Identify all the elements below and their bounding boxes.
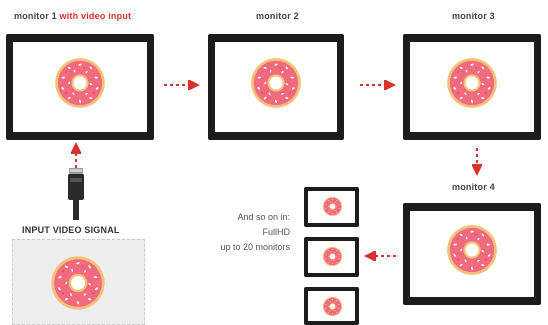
- monitor-1: [6, 34, 154, 140]
- monitor-3: [403, 34, 541, 140]
- arrow-m2-to-m3: [360, 80, 396, 90]
- donut-image: [445, 223, 499, 277]
- monitor-4-label: monitor 4: [452, 182, 495, 192]
- monitor-1-label: monitor 1 with video input: [14, 11, 131, 21]
- monitor-4-screen: [410, 211, 534, 297]
- donut-image: [322, 196, 343, 217]
- monitor-1-label-prefix: monitor 1: [14, 11, 60, 21]
- input-signal-label: INPUT VIDEO SIGNAL: [22, 225, 120, 235]
- arrow-m3-to-m4: [472, 148, 482, 176]
- donut-image: [53, 56, 107, 110]
- hdmi-cable-icon: [68, 168, 84, 220]
- monitor-1-screen: [13, 42, 147, 132]
- small-monitor-3: [304, 287, 359, 325]
- small-monitor-2-screen: [308, 241, 355, 273]
- arrow-m4-to-small: [364, 251, 396, 261]
- input-signal-box: [12, 239, 145, 325]
- monitor-3-screen: [410, 42, 534, 132]
- monitor-2: [208, 34, 344, 140]
- monitor-1-label-highlight: with video input: [59, 11, 132, 21]
- arrow-m1-to-m2: [164, 80, 200, 90]
- donut-image: [322, 296, 343, 317]
- monitor-2-screen: [215, 42, 337, 132]
- note-line-3: up to 20 monitors: [220, 242, 290, 252]
- arrow-input-to-m1: [71, 142, 81, 168]
- donut-image: [249, 56, 303, 110]
- note-line-2: FullHD: [262, 227, 290, 237]
- monitor-4: [403, 203, 541, 305]
- small-monitor-1: [304, 187, 359, 227]
- small-monitor-3-screen: [308, 291, 355, 321]
- donut-image: [445, 56, 499, 110]
- donut-image: [322, 246, 343, 267]
- small-monitor-1-screen: [308, 191, 355, 223]
- small-monitor-2: [304, 237, 359, 277]
- note-text: And so on in: FullHD up to 20 monitors: [220, 210, 290, 255]
- note-line-1: And so on in:: [237, 212, 290, 222]
- monitor-3-label: monitor 3: [452, 11, 495, 21]
- donut-image: [49, 254, 107, 312]
- monitor-2-label: monitor 2: [256, 11, 299, 21]
